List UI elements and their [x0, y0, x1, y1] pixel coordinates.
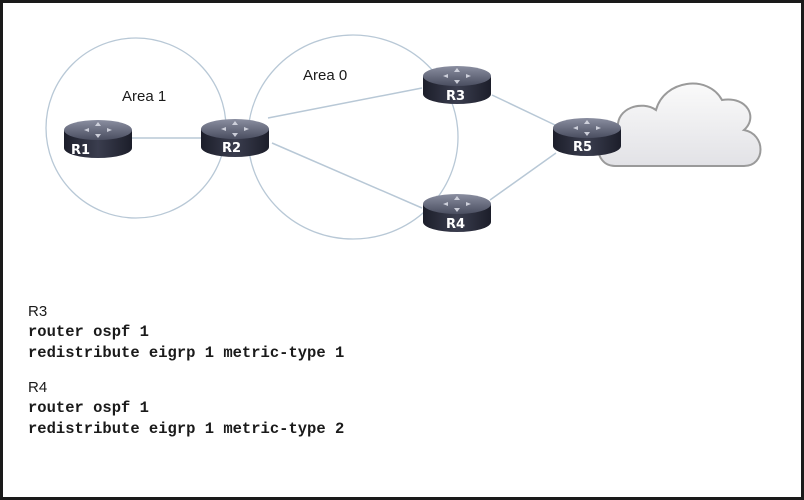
config-title: R3 — [28, 303, 48, 320]
config-line: router ospf 1 — [28, 323, 149, 341]
config-block-r3: R3 router ospf 1 redistribute eigrp 1 me… — [28, 302, 344, 364]
config-line: router ospf 1 — [28, 399, 149, 417]
area-0-label: Area 0 — [303, 67, 347, 84]
network-diagram: Area 1 Area 0 R1 R2 R3 R4 R5 — [45, 34, 762, 240]
link-r3-r5 — [491, 94, 556, 126]
router-r2[interactable]: R2 — [201, 119, 269, 157]
config-title: R4 — [28, 379, 48, 396]
router-r1-label: R1 — [71, 143, 90, 158]
area-1-label: Area 1 — [122, 88, 166, 105]
config-line: redistribute eigrp 1 metric-type 2 — [28, 420, 345, 438]
router-r4[interactable]: R4 — [423, 194, 491, 232]
config-section: R3 router ospf 1 redistribute eigrp 1 me… — [28, 302, 344, 454]
config-line: redistribute eigrp 1 metric-type 1 — [28, 344, 345, 362]
link-r2-r4 — [271, 142, 423, 209]
router-r3[interactable]: R3 — [423, 66, 491, 104]
cloud-icon — [597, 82, 762, 167]
router-r3-label: R3 — [446, 89, 465, 104]
router-r1[interactable]: R1 — [64, 120, 132, 158]
router-r2-label: R2 — [222, 141, 241, 156]
router-r5-label: R5 — [573, 140, 592, 155]
link-r2-r3 — [267, 87, 423, 119]
router-r4-label: R4 — [446, 217, 465, 232]
router-r5[interactable]: R5 — [553, 118, 621, 156]
config-block-r4: R4 router ospf 1 redistribute eigrp 1 me… — [28, 378, 344, 440]
link-r4-r5 — [489, 152, 557, 201]
